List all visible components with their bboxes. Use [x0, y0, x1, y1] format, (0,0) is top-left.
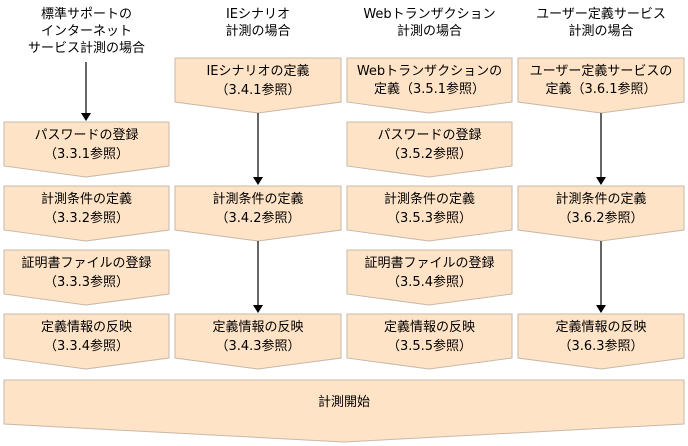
box-c1-apply [3, 313, 170, 370]
step-label-c3-certificate: 証明書ファイルの登録 （3.5.4参照） [347, 254, 512, 292]
step-label-c3-password: パスワードの登録 （3.5.2参照） [347, 126, 512, 164]
heading-column-3: Webトランザクション 計測の場合 [347, 6, 512, 40]
step-label-c2-conditions: 計測条件の定義 （3.4.2参照） [175, 190, 341, 228]
step-title-line2-with-ref: 定義（3.5.1参照） [347, 81, 512, 99]
box-c4-conditions [517, 185, 685, 242]
box-c3-certificate [346, 249, 513, 306]
box-c2-ie-scenario [174, 57, 342, 114]
step-label-c4-user-service: ユーザー定義サービスの 定義（3.6.1参照） [518, 63, 684, 99]
box-c3-conditions [346, 185, 513, 242]
step-title: Webトランザクションの [356, 64, 503, 79]
heading-line: インターネット [40, 24, 132, 39]
step-title: 定義情報の反映 [555, 320, 647, 335]
step-title: 計測条件の定義 [40, 192, 132, 207]
step-ref: （3.4.2参照） [215, 211, 301, 226]
step-label-c1-apply: 定義情報の反映 （3.3.4参照） [4, 318, 169, 356]
step-title-continued: 定義 [545, 82, 572, 97]
step-title: 定義情報の反映 [212, 320, 304, 335]
step-ref: （3.6.1参照） [571, 82, 657, 97]
final-step-label: 計測開始 [317, 395, 370, 410]
step-label-c3-web-transaction: Webトランザクションの 定義（3.5.1参照） [347, 63, 512, 99]
heading-line: ユーザー定義サービス [536, 7, 666, 22]
step-ref: （3.4.1参照） [215, 83, 301, 98]
box-c4-apply [517, 313, 685, 370]
step-label-c2-apply: 定義情報の反映 （3.4.3参照） [175, 318, 341, 356]
box-c4-user-service [517, 57, 685, 114]
step-label-c3-apply: 定義情報の反映 （3.5.5参照） [347, 318, 512, 356]
step-title: 証明書ファイルの登録 [21, 256, 152, 271]
step-ref: （3.6.2参照） [558, 211, 644, 226]
step-ref: （3.3.4参照） [43, 339, 130, 354]
step-ref: （3.3.1参照） [43, 147, 130, 162]
step-title: 定義情報の反映 [383, 320, 475, 335]
heading-line: 計測の場合 [568, 24, 634, 39]
step-ref: （3.5.3参照） [386, 211, 473, 226]
step-title-line2-with-ref: 定義（3.6.1参照） [518, 81, 684, 99]
step-ref: （3.5.5参照） [386, 339, 473, 354]
step-ref: （3.3.2参照） [43, 211, 130, 226]
step-ref: （3.4.3参照） [215, 339, 301, 354]
step-label-c2-ie-scenario: IEシナリオの定義 （3.4.1参照） [175, 62, 341, 100]
step-label-c1-conditions: 計測条件の定義 （3.3.2参照） [4, 190, 169, 228]
step-label-c1-certificate: 証明書ファイルの登録 （3.3.3参照） [4, 254, 169, 292]
box-start-measurement [3, 379, 685, 443]
step-title: ユーザー定義サービスの [529, 64, 673, 79]
step-ref: （3.5.4参照） [386, 275, 473, 290]
step-title: 定義情報の反映 [40, 320, 132, 335]
step-label-c4-conditions: 計測条件の定義 （3.6.2参照） [518, 190, 684, 228]
box-c1-password [3, 121, 170, 178]
heading-line: IEシナリオ [225, 7, 291, 22]
step-title: 証明書ファイルの登録 [364, 256, 495, 271]
box-c3-web-transaction [346, 57, 513, 114]
box-c2-conditions [174, 185, 342, 242]
box-c1-conditions [3, 185, 170, 242]
step-ref: （3.5.2参照） [386, 147, 473, 162]
step-title: 計測条件の定義 [212, 192, 304, 207]
step-ref: （3.5.1参照） [399, 82, 486, 97]
heading-line: Webトランザクション [363, 7, 496, 22]
box-c1-certificate [3, 249, 170, 306]
step-title: 計測条件の定義 [383, 192, 475, 207]
box-c3-password [346, 121, 513, 178]
heading-column-2: IEシナリオ 計測の場合 [175, 6, 341, 40]
step-ref: （3.3.3参照） [43, 275, 130, 290]
heading-line: 計測の場合 [396, 24, 462, 39]
step-title-continued: 定義 [373, 82, 400, 97]
heading-line: 標準サポートの [40, 7, 132, 22]
step-ref: （3.6.3参照） [558, 339, 644, 354]
heading-line: サービス計測の場合 [27, 41, 145, 56]
heading-line: 計測の場合 [225, 24, 291, 39]
step-label-c3-conditions: 計測条件の定義 （3.5.3参照） [347, 190, 512, 228]
step-title: パスワードの登録 [34, 128, 139, 143]
step-title: パスワードの登録 [377, 128, 482, 143]
step-label-c1-password: パスワードの登録 （3.3.1参照） [4, 126, 169, 164]
box-c3-apply [346, 313, 513, 370]
heading-column-1: 標準サポートの インターネット サービス計測の場合 [4, 6, 169, 57]
heading-column-4: ユーザー定義サービス 計測の場合 [518, 6, 684, 40]
step-title: 計測条件の定義 [555, 192, 647, 207]
step-label-c4-apply: 定義情報の反映 （3.6.3参照） [518, 318, 684, 356]
step-title: IEシナリオの定義 [206, 64, 310, 79]
box-c2-apply [174, 313, 342, 370]
